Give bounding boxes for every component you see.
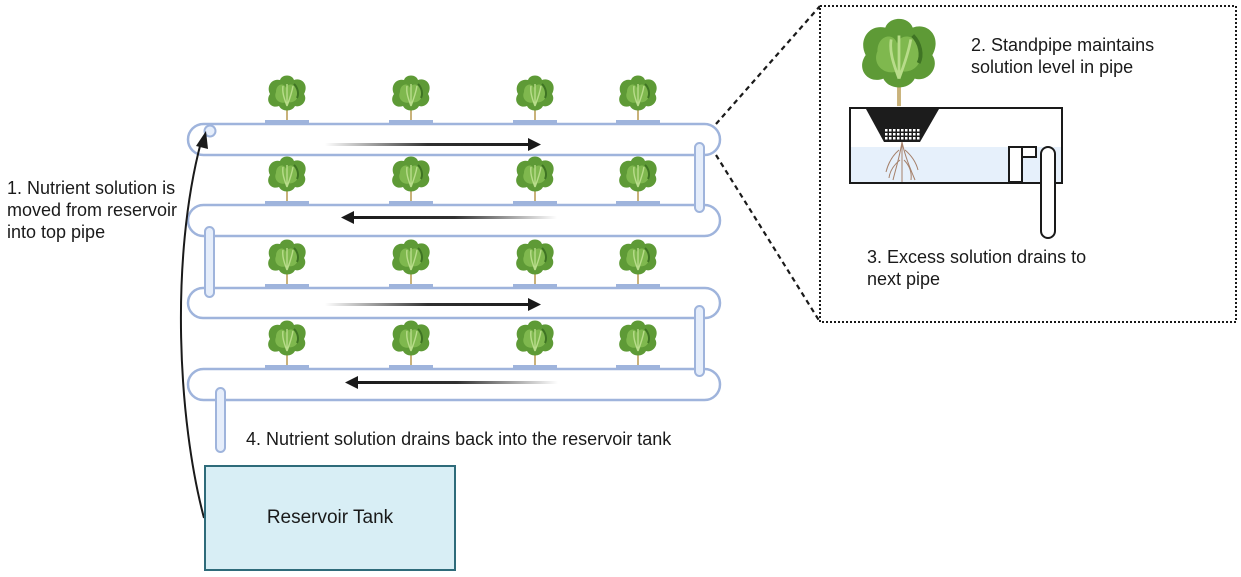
net-pot-hole: [913, 129, 916, 132]
plant-collar: [616, 201, 660, 205]
lettuce-plant: [267, 155, 307, 202]
net-pot-hole: [889, 137, 892, 140]
standpipe-1: [694, 142, 705, 213]
inlet-opening: [203, 124, 217, 138]
net-pot-hole: [917, 129, 920, 132]
net-pot-hole: [901, 129, 904, 132]
plant-collar: [389, 365, 433, 369]
net-pot-hole: [901, 137, 904, 140]
lettuce-plant: [515, 238, 555, 285]
plant-collar: [389, 284, 433, 288]
plant-collar: [513, 284, 557, 288]
net-pot-hole: [905, 133, 908, 136]
net-pot-hole: [889, 133, 892, 136]
pipe-row-4: [186, 367, 722, 402]
net-pot: [866, 109, 939, 142]
net-pot-hole: [889, 129, 892, 132]
lettuce-plant: [391, 319, 431, 366]
step-3-label: 3. Excess solution drains to next pipe: [867, 247, 1087, 289]
net-pot-hole: [893, 137, 896, 140]
plant-collar: [389, 120, 433, 124]
lettuce-plant: [391, 238, 431, 285]
lettuce-plant: [618, 319, 658, 366]
net-pot-hole: [905, 137, 908, 140]
pipe-row-2: [186, 203, 722, 238]
drain-pipe: [215, 387, 226, 453]
step-4-label: 4. Nutrient solution drains back into th…: [246, 429, 672, 449]
net-pot-hole: [917, 137, 920, 140]
lettuce-plant: [515, 155, 555, 202]
lettuce-plant: [267, 238, 307, 285]
lettuce-plant: [391, 74, 431, 121]
net-pot-hole: [885, 137, 888, 140]
flow-arrow-row-3: [325, 298, 541, 311]
reservoir-tank: [204, 465, 456, 571]
standpipe-3: [694, 305, 705, 377]
plant-collar: [389, 201, 433, 205]
inset-pipe-section: [849, 107, 1063, 239]
plant-collar: [513, 365, 557, 369]
net-pot-hole: [909, 133, 912, 136]
plant-collar: [616, 284, 660, 288]
net-pot-hole: [913, 137, 916, 140]
lettuce-plant: [618, 74, 658, 121]
net-pot-hole: [885, 129, 888, 132]
flow-arrow-row-2: [341, 211, 557, 224]
net-pot-hole: [901, 133, 904, 136]
lettuce-plant: [515, 74, 555, 121]
net-pot-hole: [885, 133, 888, 136]
step-1-label: 1. Nutrient solution is moved from reser…: [7, 178, 178, 242]
net-pot-hole: [917, 133, 920, 136]
lettuce-plant: [267, 74, 307, 121]
pump-arrow: [179, 131, 208, 519]
step-2-label: 2. Standpipe maintains solution level in…: [971, 35, 1155, 77]
pipe-row-1: [186, 122, 722, 157]
plant-collar: [616, 365, 660, 369]
net-pot-hole: [909, 137, 912, 140]
plant-collar: [265, 120, 309, 124]
net-pot-hole: [893, 133, 896, 136]
net-pot-hole: [897, 133, 900, 136]
plant-collar: [265, 201, 309, 205]
plant-collar: [513, 201, 557, 205]
net-pot-hole: [897, 137, 900, 140]
zoom-line-top: [715, 5, 821, 125]
flow-arrow-row-1: [325, 138, 541, 151]
reservoir-tank-label: Reservoir Tank: [266, 507, 394, 528]
roots: [885, 141, 919, 182]
net-pot-hole: [893, 129, 896, 132]
net-pot-hole: [913, 133, 916, 136]
net-pot-hole: [897, 129, 900, 132]
lettuce-plant: [515, 319, 555, 366]
plant-collar: [616, 120, 660, 124]
lettuce-plant: [618, 238, 658, 285]
standpipe-2: [204, 226, 215, 298]
lettuce-plant: [267, 319, 307, 366]
lettuce-plant: [391, 155, 431, 202]
zoom-line-bottom: [715, 154, 821, 323]
net-pot-hole: [905, 129, 908, 132]
flow-arrow-row-4: [345, 376, 558, 389]
plants-group: [265, 74, 660, 369]
plant-collar: [513, 120, 557, 124]
plant-collar: [265, 365, 309, 369]
lettuce-plant: [618, 155, 658, 202]
plant-collar: [265, 284, 309, 288]
net-pot-hole: [909, 129, 912, 132]
